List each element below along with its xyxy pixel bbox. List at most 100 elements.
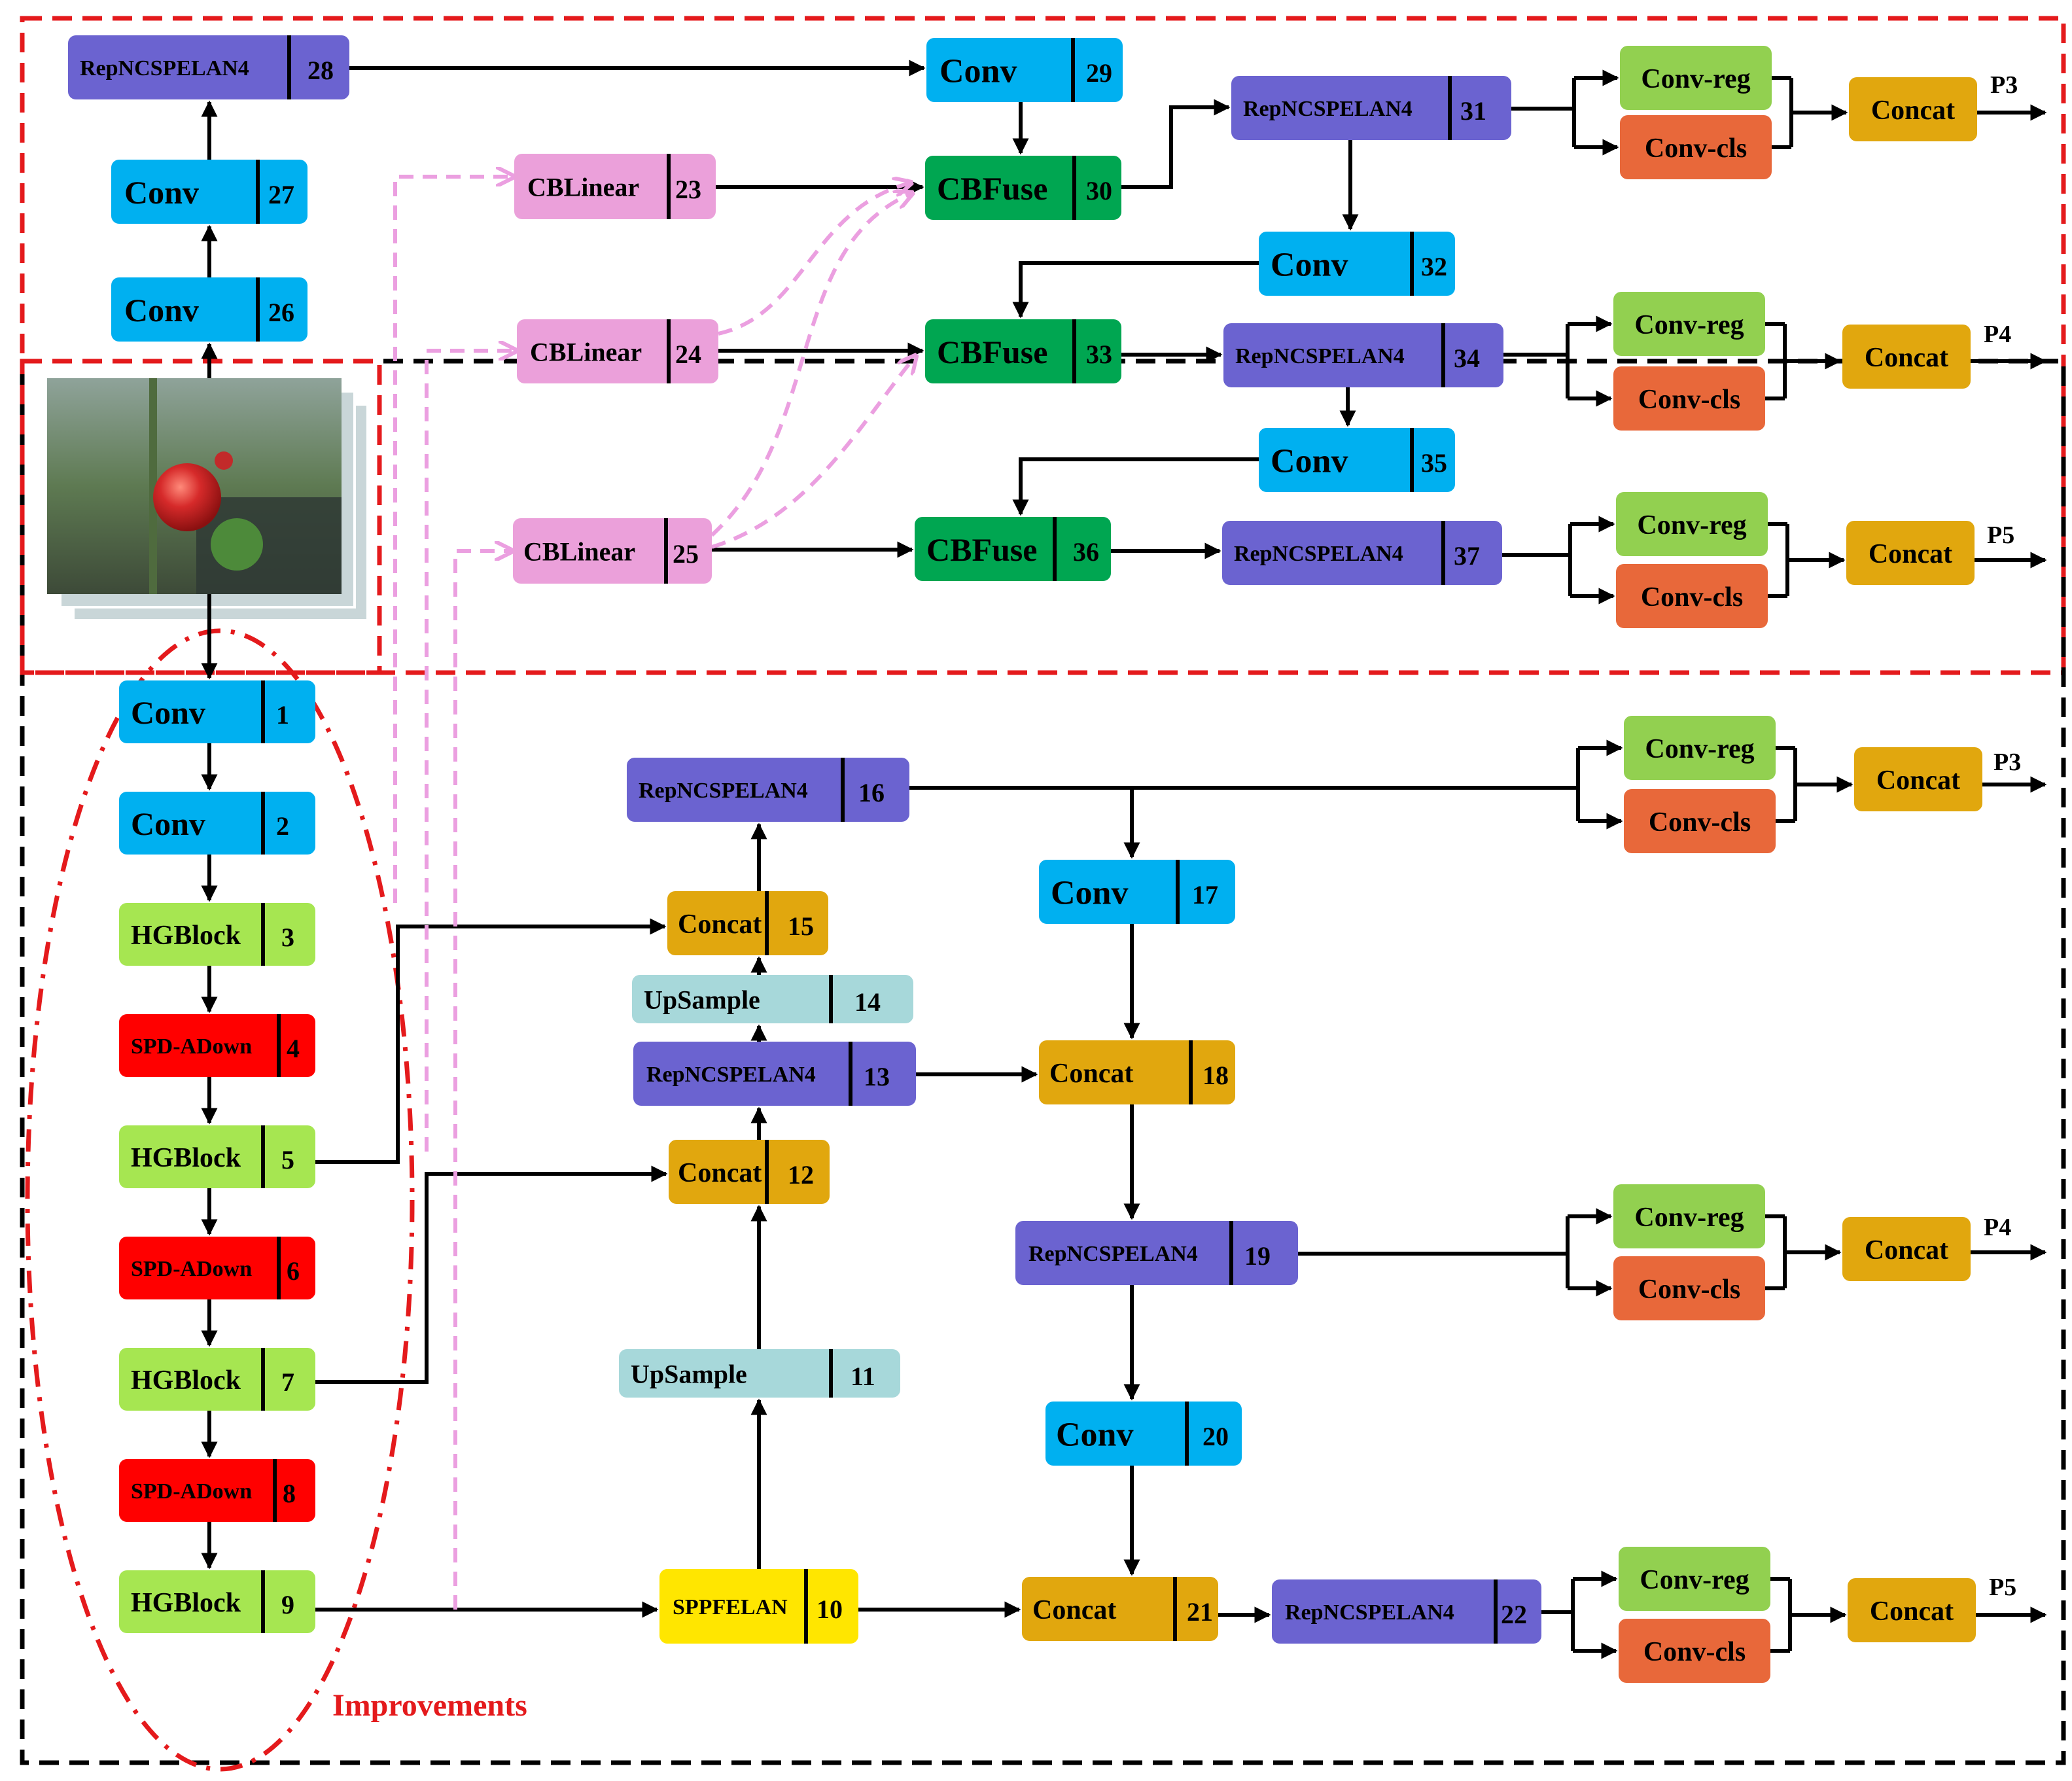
- module-label: HGBlock: [131, 1143, 241, 1173]
- top-region-border: [20, 16, 2066, 675]
- module-box: [514, 154, 716, 219]
- module-index: 3: [281, 923, 294, 952]
- module-hb_cls: Conv-cls: [1613, 366, 1765, 431]
- module-label: Conv-reg: [1641, 64, 1750, 94]
- edge-5-15: [315, 918, 667, 1164]
- module-box: [1039, 1040, 1235, 1104]
- module-label: Conv-cls: [1645, 133, 1747, 164]
- module-box: [1259, 232, 1455, 296]
- module-index: 33: [1086, 340, 1112, 369]
- module-box: [119, 1348, 315, 1411]
- module-n19: RepNCSPELAN4 19: [1015, 1221, 1298, 1285]
- module-box: [1846, 521, 1975, 585]
- module-index: 36: [1073, 537, 1099, 567]
- module-label: Conv-reg: [1640, 1565, 1749, 1595]
- module-box: [119, 1014, 315, 1077]
- output-label-p5-bottom: P5: [1989, 1574, 2016, 1601]
- module-label: Concat: [1876, 766, 1960, 796]
- module-box: [1616, 492, 1768, 556]
- module-hf_reg: Conv-reg: [1619, 1547, 1770, 1611]
- module-hd_cat: Concat: [1854, 747, 1982, 811]
- tomato-small-icon: [215, 451, 233, 470]
- module-n13: RepNCSPELAN4 13: [633, 1042, 916, 1106]
- module-label: HGBlock: [131, 921, 241, 951]
- module-index: 28: [307, 56, 334, 85]
- module-label: RepNCSPELAN4: [1028, 1242, 1198, 1266]
- module-box: [119, 1459, 315, 1522]
- module-hd_reg: Conv-reg: [1624, 716, 1776, 780]
- module-index: 20: [1203, 1422, 1229, 1451]
- tomato-photo-stack: [47, 378, 369, 622]
- output-label-p5-top: P5: [1987, 521, 2014, 549]
- improvements-label: Improvements: [332, 1688, 527, 1723]
- module-box: [119, 792, 315, 855]
- module-box: [1619, 1619, 1770, 1683]
- edge-30-31: [1121, 99, 1231, 189]
- edge-35-36: [1012, 457, 1259, 516]
- module-index: 13: [864, 1062, 890, 1091]
- module-box: [667, 891, 828, 955]
- output-label-p4-top: P4: [1984, 321, 2011, 348]
- module-box: [513, 518, 712, 584]
- module-label: RepNCSPELAN4: [80, 56, 249, 80]
- module-label: Concat: [1049, 1059, 1133, 1089]
- output-label-p4-bottom: P4: [1984, 1214, 2011, 1241]
- pink-edge-5-to-23: [393, 177, 512, 903]
- module-box: [1613, 1256, 1765, 1320]
- module-box: [1223, 323, 1503, 387]
- bottom-region-border: [20, 359, 2066, 1765]
- module-box: [627, 758, 909, 822]
- pink-edge-25-to-30: [710, 194, 911, 537]
- module-box: [632, 975, 913, 1023]
- module-label: CBFuse: [937, 170, 1047, 207]
- module-box: [1620, 46, 1772, 110]
- module-index: 5: [281, 1145, 294, 1174]
- module-label: Concat: [1865, 1235, 1948, 1265]
- module-label: Conv-reg: [1634, 310, 1744, 340]
- module-box: [1022, 1577, 1218, 1641]
- module-label: Conv-cls: [1643, 1637, 1746, 1667]
- module-index: 19: [1244, 1241, 1271, 1271]
- module-label: HGBlock: [131, 1588, 241, 1618]
- module-label: SPD-ADown: [131, 1257, 252, 1281]
- module-box: [1231, 76, 1511, 140]
- improvements-ellipse: [25, 628, 415, 1772]
- tomato-icon: [153, 463, 221, 531]
- module-hc_cat: Concat: [1846, 521, 1975, 585]
- module-box: [1842, 1217, 1971, 1281]
- module-hf_cls: Conv-cls: [1619, 1619, 1770, 1683]
- module-label: RepNCSPELAN4: [639, 779, 808, 803]
- module-label: SPPFELAN: [673, 1595, 788, 1619]
- module-box: [1045, 1402, 1242, 1466]
- pink-edge-7-to-24: [425, 351, 514, 1152]
- module-box: [1848, 1578, 1976, 1642]
- module-label: RepNCSPELAN4: [646, 1063, 816, 1087]
- module-index: 2: [276, 811, 289, 841]
- module-label: Concat: [1869, 539, 1952, 569]
- module-box: [669, 1140, 830, 1204]
- module-he_cat: Concat: [1842, 1217, 1971, 1281]
- module-index: 32: [1421, 252, 1447, 281]
- pink-edge-9-to-25: [453, 551, 510, 1610]
- module-box: [1854, 747, 1982, 811]
- module-index: 35: [1421, 448, 1447, 478]
- module-label: Conv: [131, 694, 205, 731]
- module-hd_cls: Conv-cls: [1624, 789, 1776, 853]
- module-box: [1222, 521, 1502, 585]
- module-index: 11: [851, 1362, 875, 1391]
